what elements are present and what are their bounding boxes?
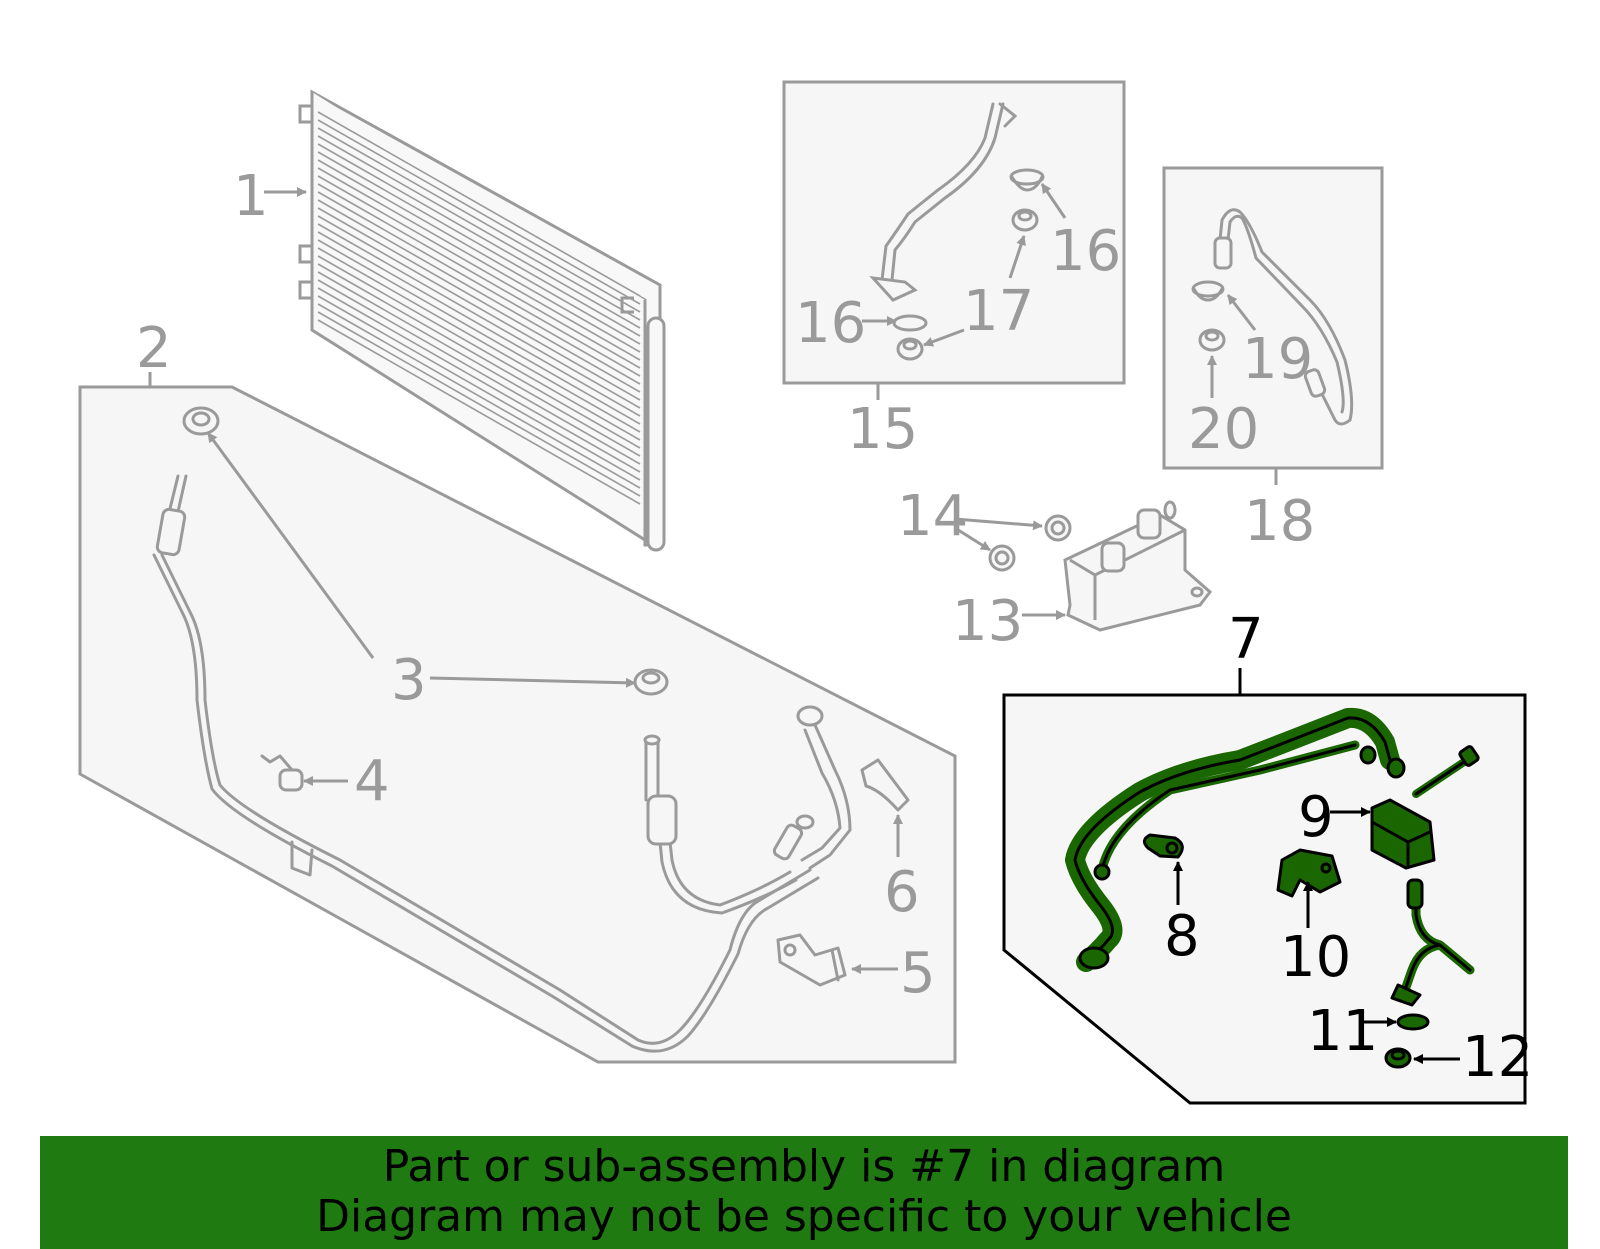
callout-14: 14 — [897, 484, 968, 549]
callout-1: 1 — [233, 164, 269, 229]
callout-10: 10 — [1280, 925, 1351, 990]
callout-13: 13 — [952, 589, 1023, 654]
callout-17: 17 — [963, 279, 1034, 344]
callout-12: 12 — [1462, 1025, 1533, 1090]
callout-2: 2 — [136, 316, 172, 381]
callout-labels: 1 2 3 4 5 6 7 8 9 10 11 12 13 14 15 16 1… — [136, 164, 1533, 1090]
banner-line-2: Diagram may not be specific to your vehi… — [316, 1191, 1292, 1242]
banner-line-1: Part or sub-assembly is #7 in diagram — [382, 1141, 1226, 1192]
callout-15: 15 — [847, 397, 918, 462]
callout-6: 6 — [884, 860, 920, 925]
callout-11: 11 — [1307, 999, 1378, 1064]
oil-cooler-line-panel-7[interactable] — [1002, 668, 1527, 1105]
oil-cooler-part-13[interactable] — [1063, 500, 1213, 632]
callout-5: 5 — [900, 941, 936, 1006]
info-banner: Part or sub-assembly is #7 in diagram Di… — [40, 1136, 1568, 1249]
hose-kit-panel-15[interactable] — [782, 80, 1126, 400]
callout-16-upper: 16 — [1050, 219, 1121, 284]
callout-16-lower: 16 — [795, 291, 866, 356]
hose-assembly-panel-2[interactable] — [78, 187, 957, 1064]
callout-3: 3 — [391, 648, 427, 713]
hose-kit-panel-18[interactable] — [1162, 166, 1384, 485]
bolt-part-14[interactable] — [988, 514, 1072, 572]
condenser-part-1[interactable] — [298, 89, 666, 552]
callout-8: 8 — [1164, 904, 1200, 969]
callout-9: 9 — [1298, 785, 1334, 850]
callout-4: 4 — [354, 749, 390, 814]
callout-7: 7 — [1228, 607, 1264, 672]
callout-19: 19 — [1242, 327, 1313, 392]
callout-18: 18 — [1244, 489, 1315, 554]
callout-20: 20 — [1188, 397, 1259, 462]
banner-background — [40, 1136, 1568, 1249]
